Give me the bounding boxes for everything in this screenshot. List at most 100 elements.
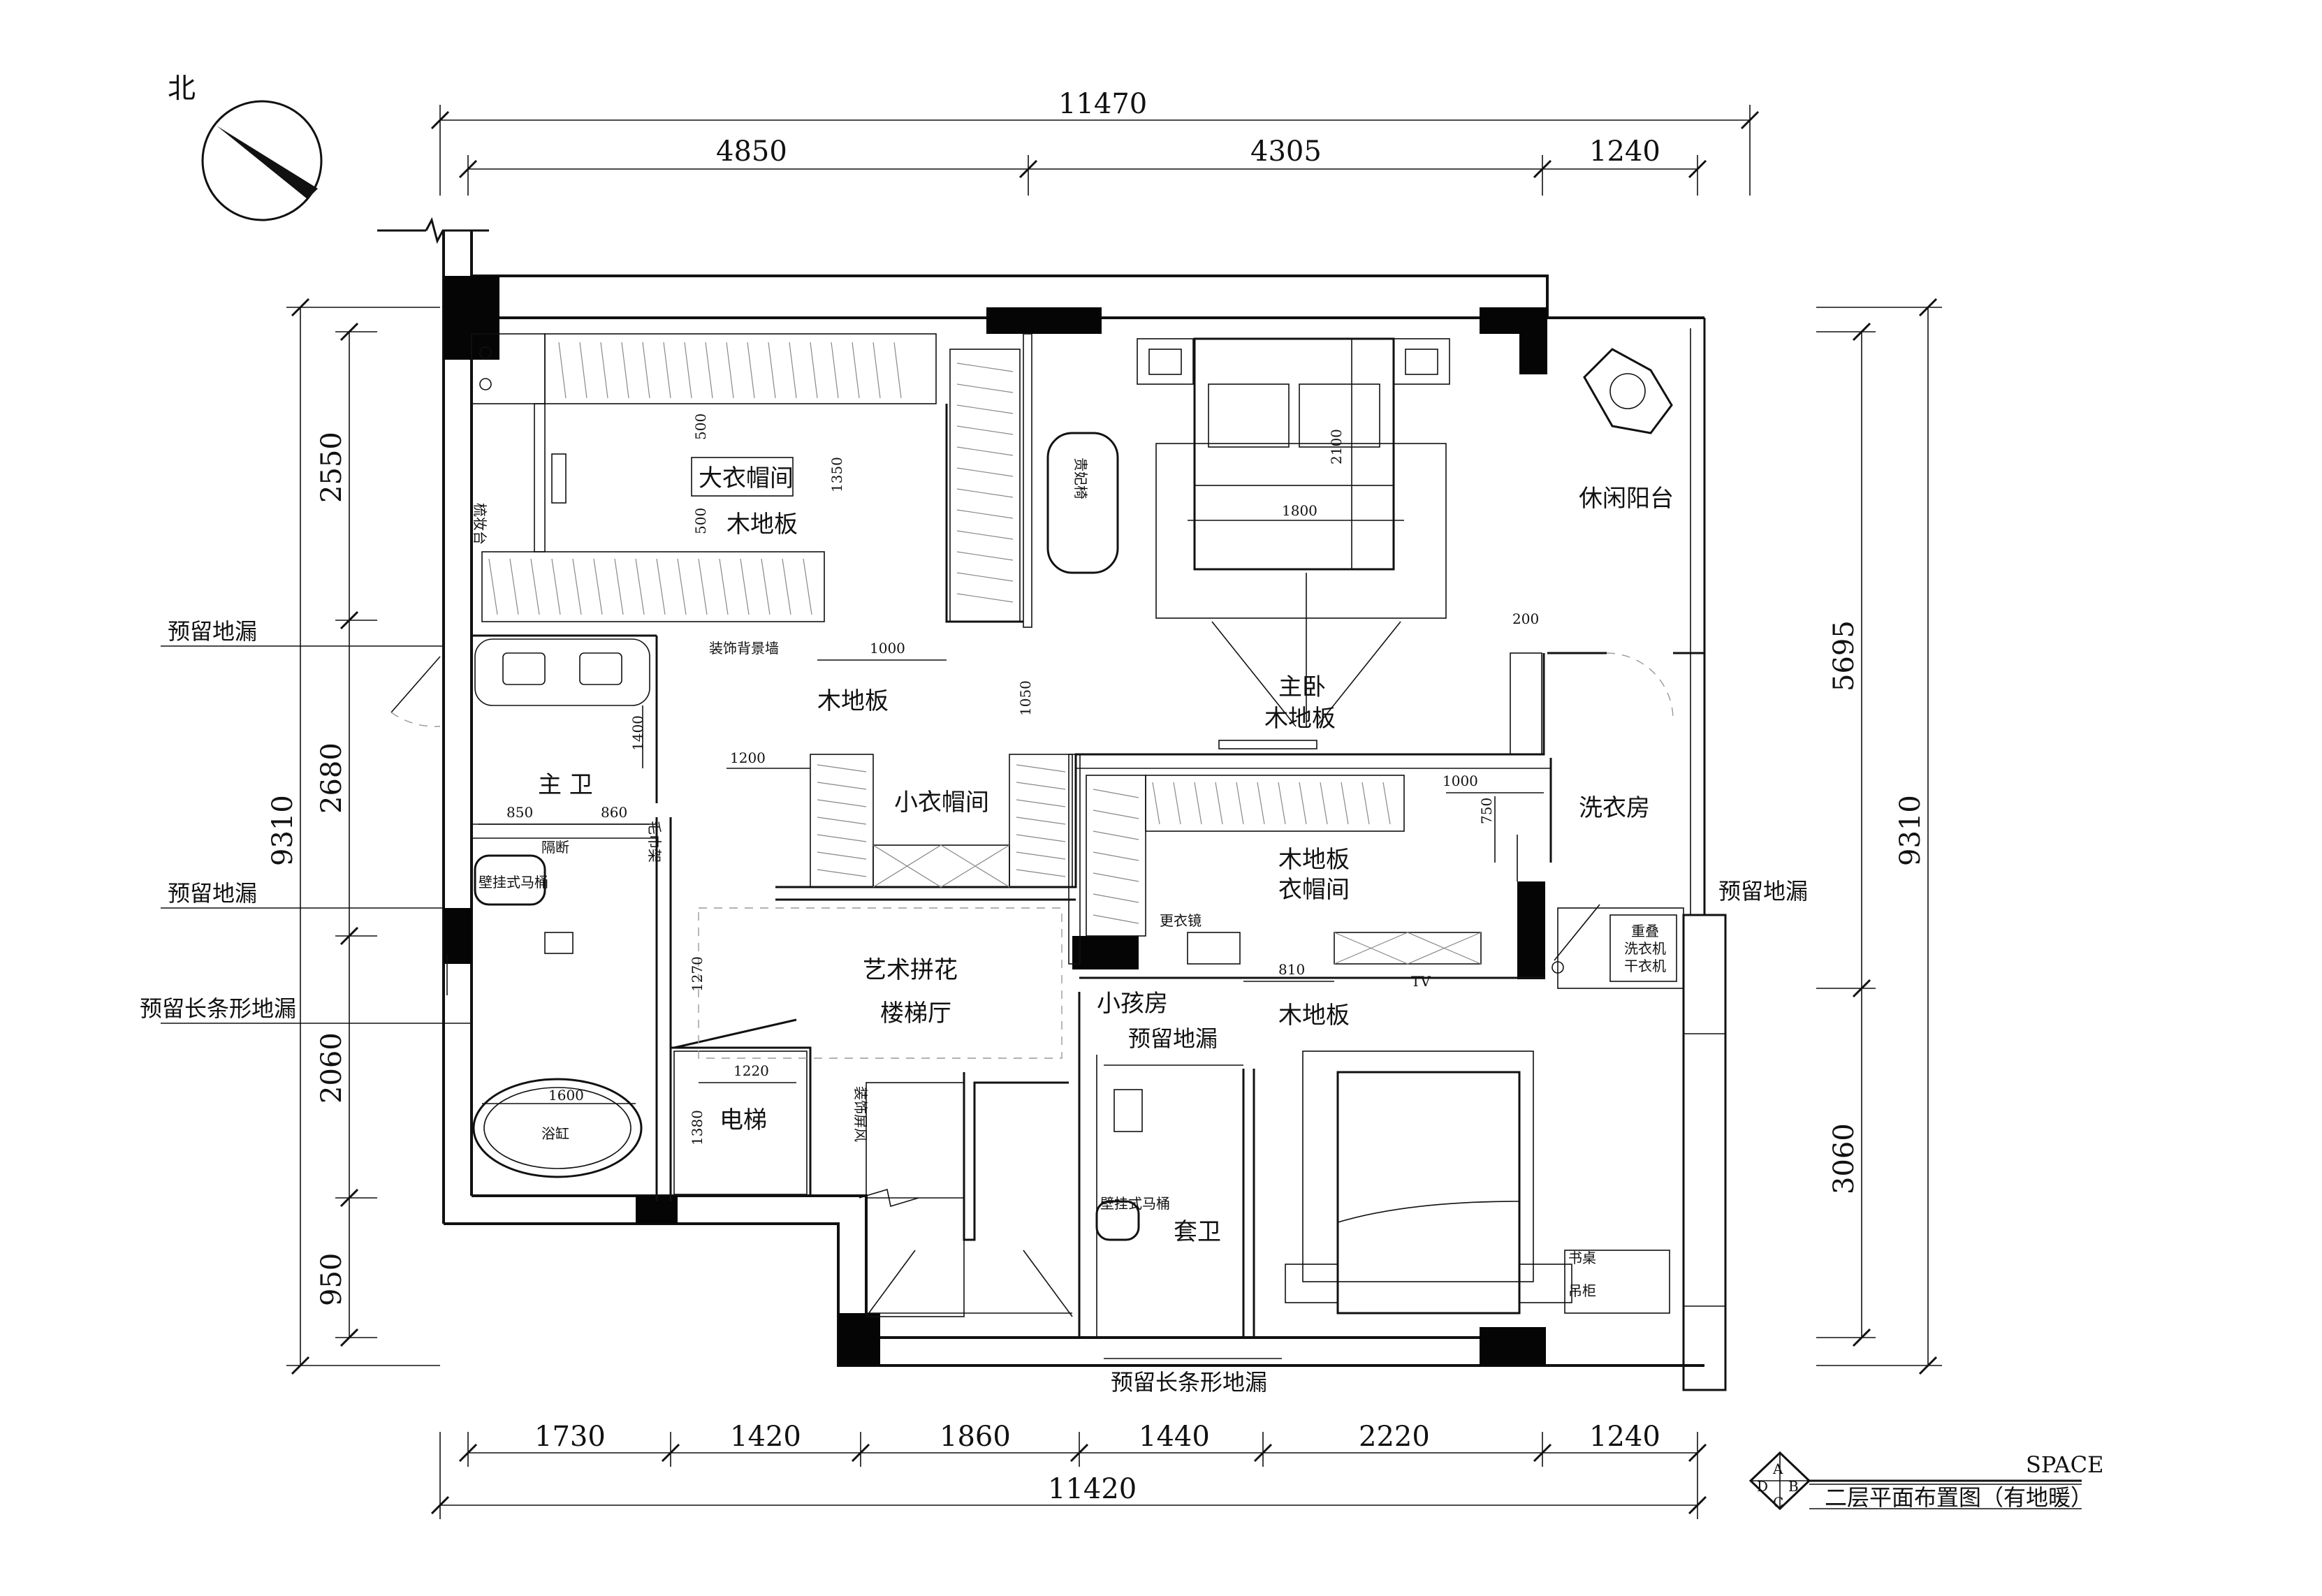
label-floor-drain-strip-bottom: 预留长条形地漏 (1111, 1369, 1267, 1396)
room-stair-hall-b: 楼梯厅 (880, 1000, 951, 1027)
label-partition: 隔断 (541, 839, 569, 856)
dim-inner-500b: 500 (692, 508, 709, 534)
marker-letter-c: C (1773, 1494, 1783, 1511)
room-master-bed-floor: 木地板 (1264, 705, 1336, 733)
dim-inner-850: 850 (506, 804, 533, 821)
room-stair-hall: 艺术拼花 (863, 956, 958, 984)
dim-left-seg-2: 2680 (316, 742, 348, 814)
label-washer-2: 洗衣机 (1624, 940, 1666, 957)
dim-inner-1800: 1800 (1282, 502, 1317, 519)
dim-inner-1220: 1220 (733, 1062, 769, 1079)
room-big-closet: 大衣帽间 (699, 464, 794, 492)
small-closet-rails (810, 754, 1073, 888)
room-small-closet: 小衣帽间 (894, 789, 989, 817)
dim-left-seg-4: 950 (316, 1253, 348, 1306)
room-kid-floor: 木地板 (1278, 1002, 1350, 1030)
label-screen: 装饰屏风 (852, 1086, 869, 1142)
dim-inner-1380: 1380 (689, 1110, 706, 1145)
left-dimension-lines (286, 298, 440, 1375)
room-master-bath: 主 卫 (538, 771, 593, 799)
dim-bottom-seg-6: 1240 (1589, 1421, 1660, 1453)
right-dimension-lines (1816, 298, 1942, 1375)
laundry-equipment (1551, 914, 1677, 982)
label-chaise: 贵妃椅 (1072, 457, 1089, 499)
marker-letter-a: A (1772, 1460, 1783, 1477)
label-floor-drain-laundry: 预留地漏 (1718, 878, 1808, 905)
dim-inner-810: 810 (1278, 961, 1305, 978)
dim-right-seg-1: 5695 (1828, 620, 1860, 691)
label-floor-drain-1: 预留地漏 (168, 618, 257, 645)
label-wardrobe: 吊柜 (1568, 1282, 1596, 1299)
room-closet2-b: 衣帽间 (1278, 876, 1350, 904)
label-tub: 浴缸 (541, 1125, 569, 1142)
compass-arrow-icon (217, 126, 318, 199)
inner-dimension-lines (479, 520, 1544, 1104)
room-kid: 小孩房 (1097, 990, 1168, 1018)
room-closet2: 木地板 (1278, 846, 1350, 874)
label-vanity: 梳妆台 (472, 503, 488, 545)
dim-inner-1200: 1200 (730, 749, 766, 766)
dim-inner-1000a: 1000 (870, 640, 905, 657)
label-washer-1: 重叠 (1631, 923, 1659, 939)
master-bedroom-furniture (1046, 337, 1450, 749)
dim-inner-1400: 1400 (629, 715, 646, 751)
dim-top-total: 11470 (1058, 88, 1147, 120)
title-main: 二层平面布置图（有地暖） (1825, 1484, 2093, 1511)
dim-inner-750: 750 (1478, 798, 1495, 824)
dim-inner-1270: 1270 (689, 956, 706, 992)
label-toilet-suite: 壁挂式马桶 (1100, 1195, 1170, 1212)
dim-inner-500a: 500 (692, 413, 709, 440)
kid-room-furniture (1095, 1050, 1670, 1315)
master-bath-fixtures (390, 638, 657, 1178)
leader-lines (161, 645, 1600, 1359)
label-floor-drain-strip-left: 预留长条形地漏 (140, 995, 296, 1022)
dim-bottom-seg-1: 1730 (534, 1421, 606, 1453)
room-master-bed: 主卧 (1278, 673, 1326, 701)
label-washer-3: 干衣机 (1624, 958, 1666, 974)
bottom-dimension-lines (430, 1432, 1707, 1519)
dim-inner-1600: 1600 (548, 1087, 584, 1104)
dim-inner-1000b: 1000 (1443, 773, 1478, 789)
dim-top-seg-2: 4305 (1250, 136, 1322, 168)
label-floor-drain-2: 预留地漏 (168, 880, 257, 907)
dim-inner-2100: 2100 (1328, 429, 1345, 464)
dim-top-seg-1: 4850 (716, 136, 787, 168)
dim-bottom-seg-5: 2220 (1359, 1421, 1430, 1453)
dim-bottom-total: 11420 (1048, 1473, 1137, 1505)
room-elevator: 电梯 (720, 1106, 767, 1134)
dim-right-total: 9310 (1894, 795, 1927, 866)
compass-north-label: 北 (168, 73, 196, 105)
marker-letter-b: B (1788, 1478, 1799, 1495)
title-space: SPACE (2026, 1451, 2103, 1478)
dim-bottom-seg-2: 1420 (730, 1421, 801, 1453)
dim-left-seg-1: 2550 (316, 432, 348, 503)
room-wood-floor-hall: 木地板 (817, 687, 889, 715)
dim-top-seg-3: 1240 (1589, 136, 1660, 168)
dim-bottom-seg-4: 1440 (1139, 1421, 1210, 1453)
room-balcony: 休闲阳台 (1579, 485, 1674, 513)
north-compass: 北 (168, 73, 323, 221)
dim-right-seg-2: 3060 (1828, 1123, 1860, 1194)
label-desk: 书桌 (1568, 1250, 1596, 1266)
balcony-furniture (1547, 348, 1704, 720)
dim-left-seg-3: 2060 (316, 1032, 348, 1104)
big-closet-hanging-rails (471, 333, 1021, 622)
closet2-rails (1086, 775, 1482, 965)
title-block: A B C D (1748, 1451, 2082, 1511)
label-tv: TV (1411, 973, 1431, 990)
structural-columns (444, 276, 1547, 1366)
dim-inner-860: 860 (601, 804, 627, 821)
room-suite-bath: 套卫 (1174, 1218, 1221, 1246)
dim-inner-1350: 1350 (828, 457, 845, 492)
top-dimension-lines (430, 105, 1760, 196)
dim-left-total: 9310 (267, 795, 299, 866)
dim-inner-1050: 1050 (1017, 680, 1034, 716)
room-laundry: 洗衣房 (1579, 794, 1650, 822)
dim-inner-200: 200 (1512, 610, 1539, 627)
label-toilet-master: 壁挂式马桶 (479, 874, 548, 891)
label-feature-wall: 装饰背景墙 (709, 640, 779, 657)
room-wood-floor-closet: 木地板 (726, 511, 798, 539)
dim-bottom-seg-3: 1860 (940, 1421, 1011, 1453)
stair-and-elevator (673, 907, 1073, 1317)
